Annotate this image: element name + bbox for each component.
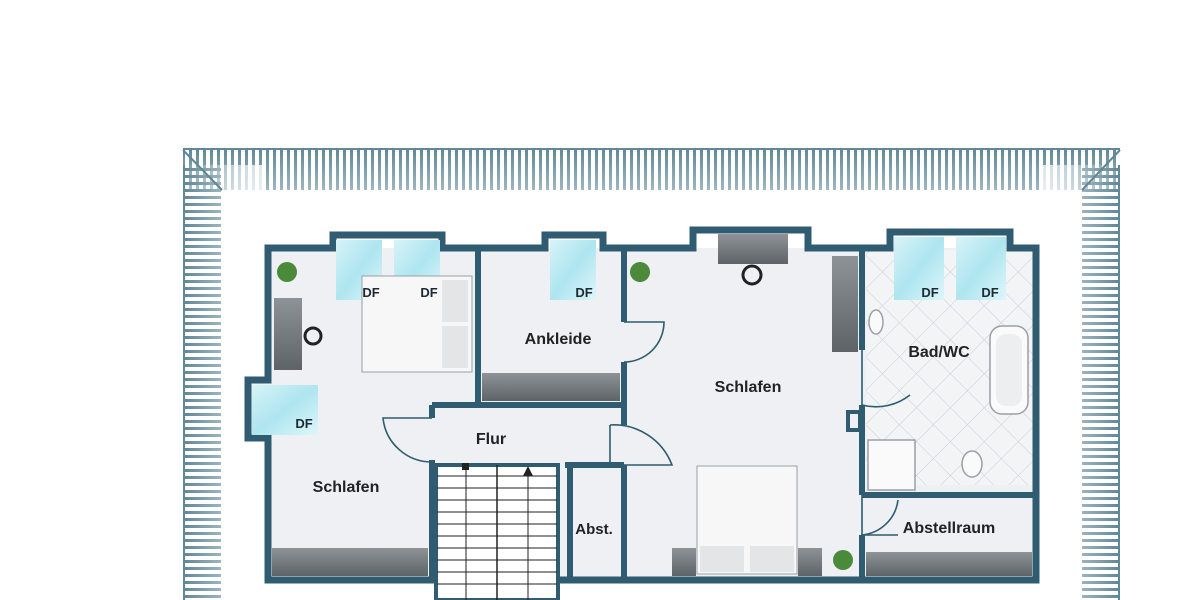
skylight-3 [550, 240, 596, 300]
plant-icon [277, 262, 297, 282]
wardrobe-left [272, 548, 428, 576]
wardrobe-center [832, 256, 858, 352]
chair-left [303, 326, 323, 346]
room-label-abst: Abst. [575, 521, 613, 538]
skylight-label: DF [420, 285, 437, 300]
skylight-label: DF [362, 285, 379, 300]
doors [382, 321, 911, 536]
skylight-label: DF [981, 285, 998, 300]
room-label-schlafen-center: Schlafen [715, 379, 782, 396]
skylight-label: DF [295, 416, 312, 431]
outer-wall [244, 226, 1040, 584]
shower [867, 439, 916, 491]
skylight-label: DF [575, 285, 592, 300]
interior-walls [429, 248, 1036, 580]
wardrobe-ankleide [482, 373, 620, 401]
roof-hatching [182, 148, 1121, 600]
cabinet-abstellraum [866, 552, 1032, 576]
skylights [252, 237, 1006, 435]
skylight-5 [894, 237, 944, 300]
skylight-label: DF [921, 285, 938, 300]
skylight-6 [956, 237, 1006, 300]
furniture [272, 234, 1032, 576]
skylight-4 [252, 385, 318, 435]
room-label-schlafen-left: Schlafen [313, 479, 380, 496]
toilet [961, 450, 983, 478]
room-label-bad-wc: Bad/WC [908, 344, 970, 361]
staircase [434, 463, 560, 600]
sink [868, 309, 884, 335]
room-label-flur: Flur [476, 431, 506, 448]
room-label-abstellraum: Abstellraum [903, 520, 995, 537]
plant-icon [630, 262, 650, 282]
plant-icon [833, 550, 853, 570]
room-label-ankleide: Ankleide [525, 331, 592, 348]
desk-left [274, 298, 302, 370]
chair-center [741, 264, 763, 286]
desk-center [718, 234, 788, 264]
